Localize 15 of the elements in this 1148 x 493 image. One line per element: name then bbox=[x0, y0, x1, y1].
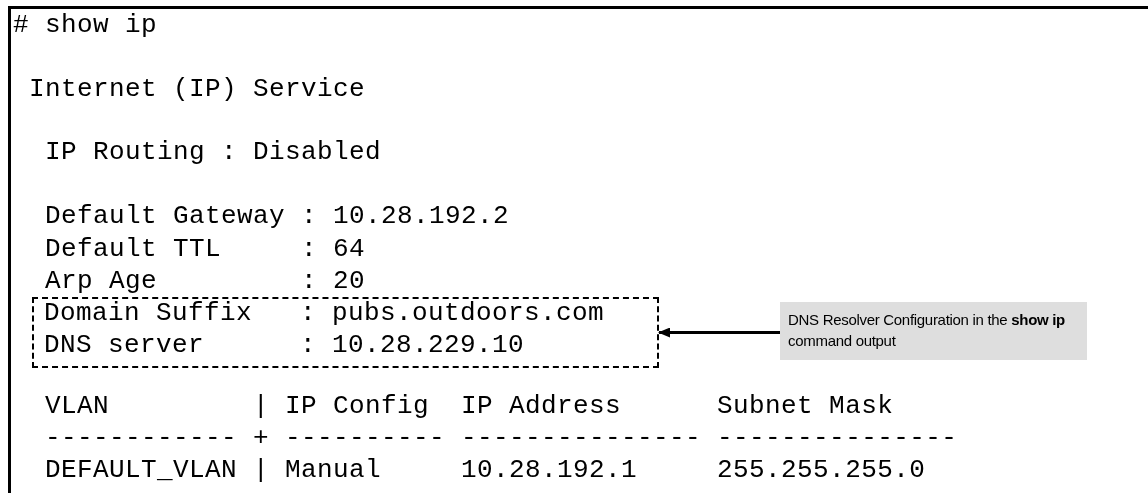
command-prompt: # show ip bbox=[13, 9, 158, 41]
output-line: IP Routing : Disabled bbox=[45, 136, 382, 168]
table-rule: ------------ + ---------- --------------- --------------- bbox=[45, 422, 958, 454]
section-heading: Internet (IP) Service bbox=[29, 73, 366, 105]
arrow bbox=[658, 327, 780, 338]
output-line: DNS server : 10.28.229.10 bbox=[44, 329, 525, 361]
table-header: VLAN | IP Config IP Address Subnet Mask bbox=[45, 390, 894, 422]
output-line: Default Gateway : 10.28.192.2 bbox=[45, 200, 510, 232]
table-row: DEFAULT_VLAN | Manual 10.28.192.1 255.255.255.0 bbox=[45, 454, 926, 486]
output-line: Domain Suffix : pubs.outdoors.com bbox=[44, 297, 605, 329]
output-line: Default TTL : 64 bbox=[45, 233, 366, 265]
highlight-box bbox=[32, 297, 659, 368]
callout-box bbox=[780, 302, 1087, 360]
callout-text: DNS Resolver Configuration in the show ip command output bbox=[788, 310, 1066, 351]
output-line: Arp Age : 20 bbox=[45, 265, 366, 297]
